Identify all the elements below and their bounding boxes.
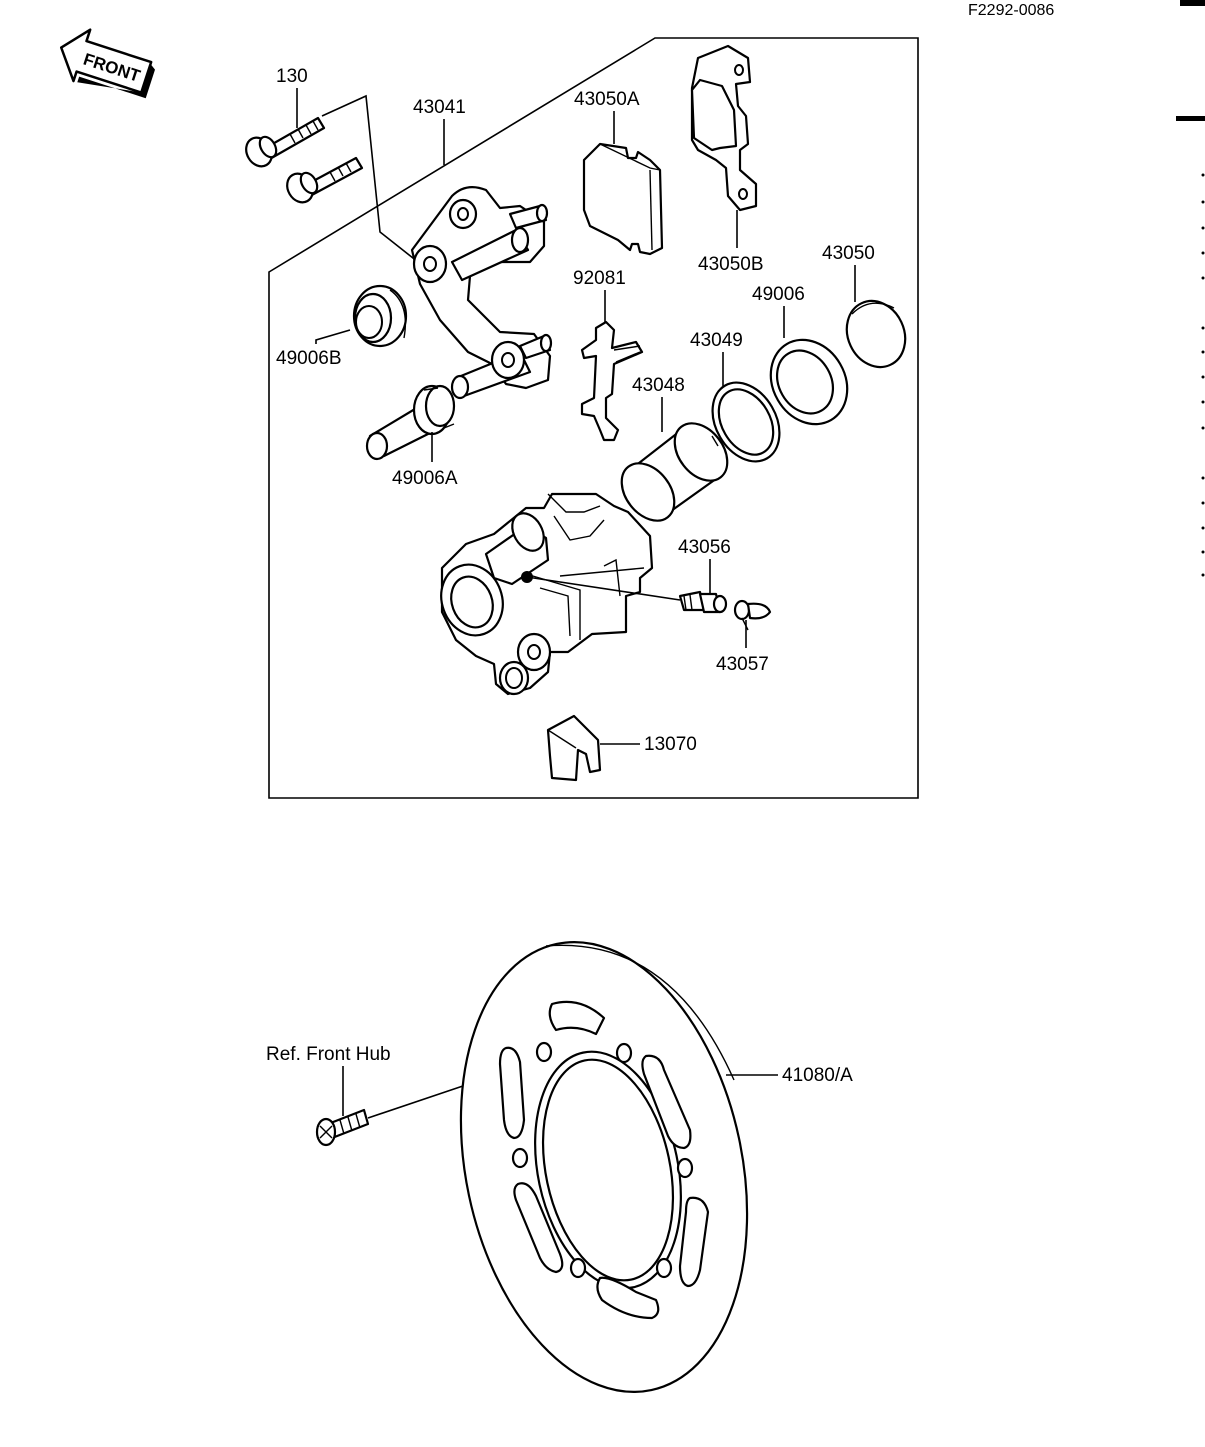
label-49006: 49006 [752,284,805,305]
piston-43048 [620,422,729,522]
label-43049: 43049 [690,330,743,351]
seal-49006 [769,338,849,426]
clip-13070 [546,714,602,782]
label-41080A: 41080/A [782,1065,853,1086]
spring-92081 [580,320,644,442]
bolt-130-upper [245,116,326,168]
pin-49006A [365,384,456,461]
screw-front-hub [315,1108,370,1147]
seal-43049 [711,381,781,463]
label-43048: 43048 [632,375,685,396]
label-43057: 43057 [716,654,769,675]
label-130: 130 [276,66,308,87]
bleeder-valve-43056 [678,590,728,614]
label-43041: 43041 [413,97,466,118]
edge-marks [1176,0,1205,577]
label-13070: 13070 [644,734,697,755]
label-43056: 43056 [678,537,731,558]
label-92081: 92081 [573,268,626,289]
pad-43050A [582,142,664,256]
caliper-assembly-frame [268,37,919,799]
cap-43057 [733,599,772,631]
sheet-code: F2292-0086 [968,2,1054,19]
label-43050B: 43050B [698,254,764,275]
label-43050: 43050 [822,243,875,264]
cap-43050 [845,299,907,369]
front-arrow-icon: FRONT [59,28,156,99]
label-49006A: 49006A [392,468,458,489]
caliper-body [440,492,654,696]
boot-49006B [352,284,408,348]
bolt-130-lower [286,156,364,204]
brake-disc-41080A [459,941,749,1393]
label-43050A: 43050A [574,89,640,110]
pad-43050B [690,44,758,212]
bracket-43041 [410,185,553,400]
label-49006B: 49006B [276,348,342,369]
label-ref-front-hub: Ref. Front Hub [266,1044,391,1065]
